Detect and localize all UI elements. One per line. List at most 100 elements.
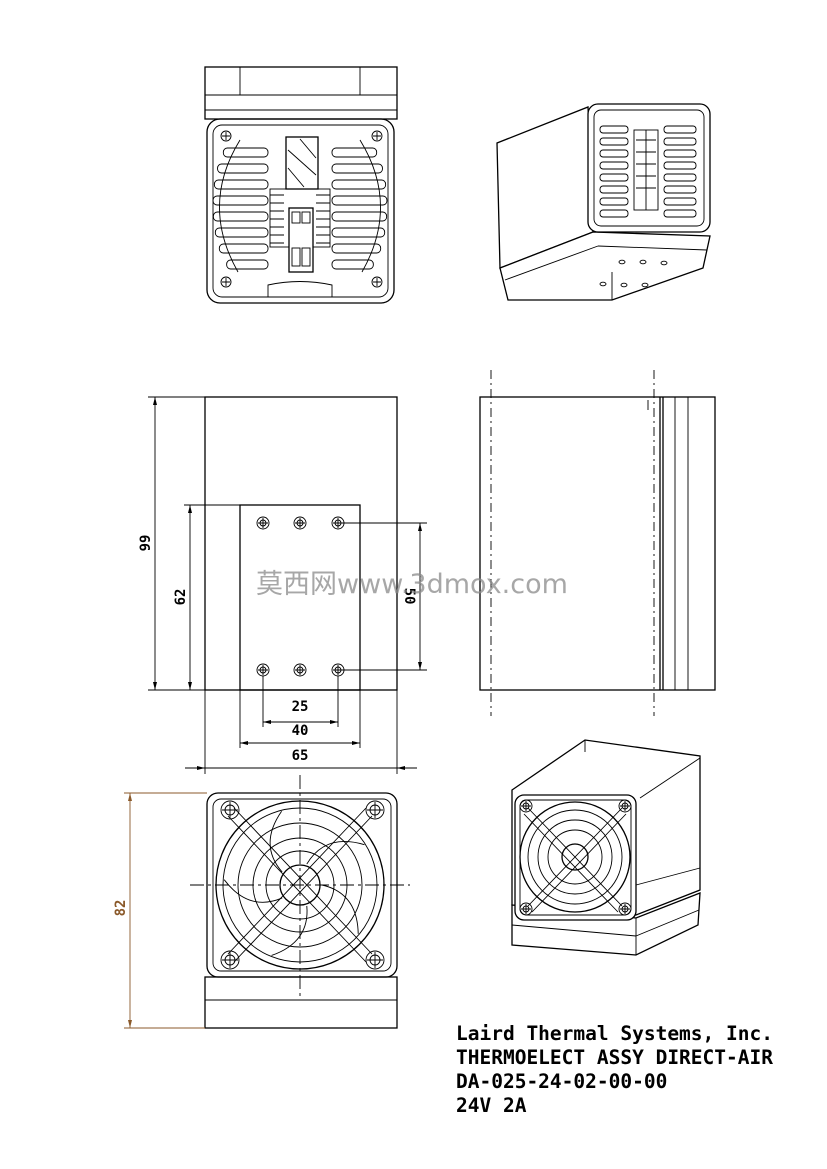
iso-mounting-hole — [620, 282, 628, 288]
fan-guard-ring — [265, 850, 335, 920]
iso-heatsink-fin — [663, 149, 697, 158]
iso-fan-screw-crosshair — [521, 801, 531, 811]
fan-corner-screws — [220, 800, 385, 970]
corner-screw-crosshair — [222, 132, 230, 140]
title-block: Laird Thermal Systems, Inc. THERMOELECT … — [456, 1022, 773, 1117]
iso-heatsink-fin — [663, 137, 697, 146]
iso-heatsink-fin — [599, 185, 629, 194]
top-view-body-outline — [206, 118, 395, 304]
front-view-dimensions: 99 62 50 25 40 65 — [138, 396, 427, 774]
top-view — [204, 66, 398, 304]
iso-fan-screw — [519, 902, 533, 916]
company-name: Laird Thermal Systems, Inc. — [456, 1022, 773, 1045]
iso-fan-screw-crosshair — [521, 904, 531, 914]
iso-heatsink-fin — [599, 161, 629, 170]
iso-fan-screw — [618, 902, 632, 916]
iso-heatsink-fin — [663, 125, 697, 134]
iso-mounting-hole — [618, 259, 626, 265]
fan-screw-crosshair — [367, 802, 383, 818]
fan-shroud-ring — [215, 800, 385, 970]
dim-25-label: 25 — [292, 699, 309, 715]
iso-fin-face-inner — [593, 109, 705, 227]
cold-plate — [239, 504, 361, 691]
iso-heatsink-fin — [599, 149, 629, 158]
iso-fan-base-edge — [635, 909, 700, 937]
corner-screw — [371, 130, 383, 142]
cold-plate-screw-crosshair — [295, 665, 305, 675]
corner-screw — [371, 276, 383, 288]
fan-blade — [271, 905, 308, 956]
dim-62-label: 62 — [173, 589, 189, 606]
connector-terminal — [291, 247, 301, 267]
fan-screw — [365, 800, 385, 820]
heatsink-fin — [212, 195, 269, 206]
fan-screw — [220, 950, 240, 970]
left-heatsink-outline — [219, 139, 241, 273]
right-heatsink-outline — [359, 139, 381, 273]
iso-fan-shroud-ring — [519, 801, 631, 913]
iso-base — [499, 231, 711, 301]
iso-fan-corner-screws — [519, 799, 632, 916]
iso-fan-guard-ring — [537, 819, 613, 895]
front-view — [204, 396, 398, 691]
iso-fan-body-edge — [635, 867, 701, 886]
fan-screw-crosshair — [222, 952, 238, 968]
iso-heatsink-fin — [599, 197, 629, 206]
heatsink-fin — [212, 211, 269, 222]
connector-terminal — [301, 211, 311, 224]
top-view-upper-block — [204, 66, 398, 120]
iso-fan-base-edge — [511, 924, 637, 937]
fan-blade — [223, 879, 283, 903]
iso-fan-screw-crosshair — [620, 904, 630, 914]
iso-connector-terminals — [636, 130, 656, 210]
heatsink-fin — [214, 227, 269, 238]
dim-40-label: 40 — [292, 723, 309, 739]
iso-heatsink-fin — [599, 173, 629, 182]
iso-heatsink-fins — [599, 125, 697, 218]
heatsink-fin — [213, 179, 269, 190]
heatsink-fin — [331, 195, 388, 206]
top-view-corner-screws — [220, 130, 383, 288]
heatsink-fin — [226, 259, 269, 270]
fan-screw — [220, 800, 240, 820]
bottom-cutout — [267, 281, 333, 297]
heatsink-fin — [217, 163, 269, 174]
iso-heatsink-fin — [663, 197, 697, 206]
heatsink-fin — [331, 243, 382, 254]
heatsink-fin — [218, 243, 269, 254]
dim-99-label: 99 — [138, 535, 154, 552]
iso-fan-guard-strut — [523, 807, 627, 913]
iso-fan-body-edge — [639, 757, 701, 799]
watermark: 莫西网www.3dmox.com — [256, 569, 568, 600]
iso-heatsink-fin — [599, 125, 629, 134]
iso-fan-screw-crosshair — [620, 801, 630, 811]
iso-heatsink-fin — [599, 137, 629, 146]
iso-fan-guard-ring — [527, 809, 623, 905]
fan-screw — [365, 950, 385, 970]
iso-mounting-hole — [641, 282, 649, 288]
corner-screw-crosshair — [373, 278, 381, 286]
corner-screw-crosshair — [222, 278, 230, 286]
part-number: DA-025-24-02-00-00 — [456, 1070, 667, 1093]
fan-view-base-block — [204, 976, 398, 1029]
cold-plate-screw-crosshair — [295, 518, 305, 528]
iso-heatsink-fin — [663, 161, 697, 170]
heatsink-fin — [331, 179, 387, 190]
center-slot-hatch — [287, 138, 317, 188]
corner-screw-crosshair — [373, 132, 381, 140]
iso-fin-face — [587, 103, 711, 233]
dim-50-label: 50 — [401, 588, 417, 605]
iso-mounting-holes — [599, 259, 668, 288]
side-view-outline — [479, 396, 716, 691]
iso-heatsink-fin — [599, 209, 629, 218]
iso-fan-screw — [519, 799, 533, 813]
fan-blades — [223, 811, 365, 956]
fan-guard-ring — [237, 822, 363, 948]
corner-screw — [220, 130, 232, 142]
heatsink-fin — [331, 227, 386, 238]
left-comb-teeth — [270, 194, 284, 244]
iso-heatsink-fin — [663, 209, 697, 218]
corner-screw — [220, 276, 232, 288]
fan-view — [190, 775, 410, 1029]
heatsink-fin — [331, 163, 383, 174]
